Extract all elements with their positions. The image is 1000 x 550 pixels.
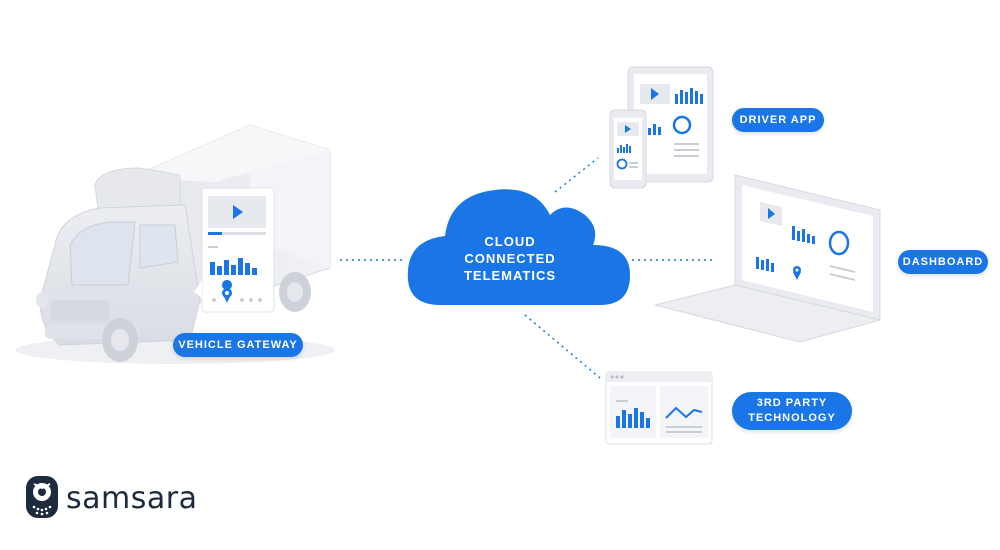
bar-chart-icon bbox=[792, 226, 815, 244]
truck-illustration bbox=[36, 124, 331, 362]
play-icon bbox=[233, 205, 243, 219]
connector-lines bbox=[340, 157, 712, 379]
donut-chart-icon bbox=[828, 230, 850, 256]
vehicle-gateway-card bbox=[194, 187, 275, 313]
dashboard-label: DASHBOARD bbox=[898, 250, 988, 274]
play-icon bbox=[768, 208, 775, 219]
third-party-label: 3RD PARTY TECHNOLOGY bbox=[732, 392, 852, 430]
third-party-label-line-2: TECHNOLOGY bbox=[748, 412, 836, 424]
donut-chart-icon bbox=[672, 115, 692, 135]
cloud-label: CLOUD CONNECTED TELEMATICS bbox=[440, 233, 580, 284]
bar-chart-icon bbox=[616, 408, 650, 428]
third-party-window bbox=[605, 371, 713, 445]
driver-app-tablet bbox=[627, 66, 714, 183]
location-pin-icon bbox=[793, 266, 801, 280]
driver-app-label: DRIVER APP bbox=[732, 108, 824, 132]
samsara-owl-icon bbox=[26, 476, 58, 518]
third-party-label-line-1: 3RD PARTY bbox=[756, 397, 828, 409]
play-icon bbox=[651, 88, 659, 100]
dashboard-laptop bbox=[654, 174, 881, 343]
brand-name: samsara bbox=[66, 480, 198, 516]
bar-chart-icon bbox=[675, 88, 703, 104]
cloud-label-line-3: TELEMATICS bbox=[463, 268, 557, 283]
donut-chart-icon bbox=[616, 158, 628, 170]
samsara-logo: samsara bbox=[26, 476, 197, 520]
play-icon bbox=[625, 125, 631, 133]
location-pin-icon bbox=[222, 279, 233, 303]
line-chart-icon bbox=[665, 406, 703, 419]
cloud-shape bbox=[407, 189, 630, 305]
bar-chart-icon bbox=[617, 144, 631, 153]
bar-chart-icon bbox=[210, 258, 257, 275]
driver-app-phone bbox=[609, 109, 647, 189]
vehicle-gateway-label: VEHICLE GATEWAY bbox=[173, 333, 303, 357]
cloud-label-line-1: CLOUD bbox=[484, 234, 536, 249]
cloud-label-line-2: CONNECTED bbox=[464, 251, 556, 266]
